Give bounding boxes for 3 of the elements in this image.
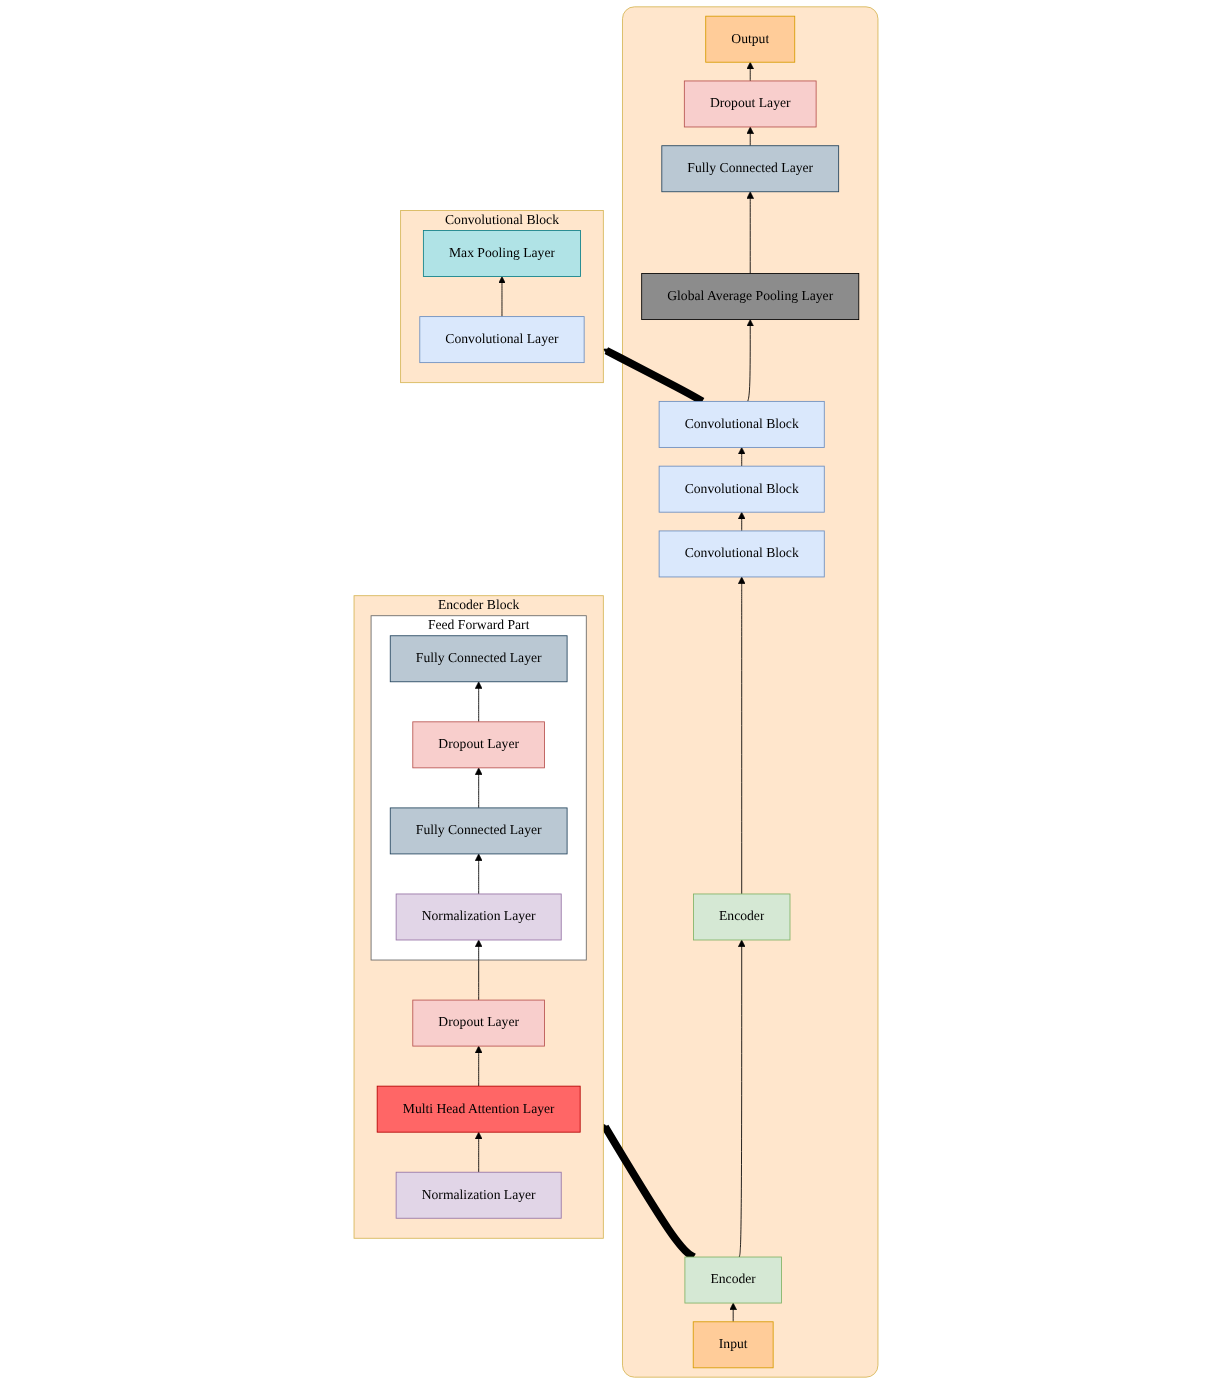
arrow bbox=[603, 347, 705, 405]
arrow bbox=[601, 1123, 696, 1261]
cluster bbox=[622, 6, 879, 1378]
